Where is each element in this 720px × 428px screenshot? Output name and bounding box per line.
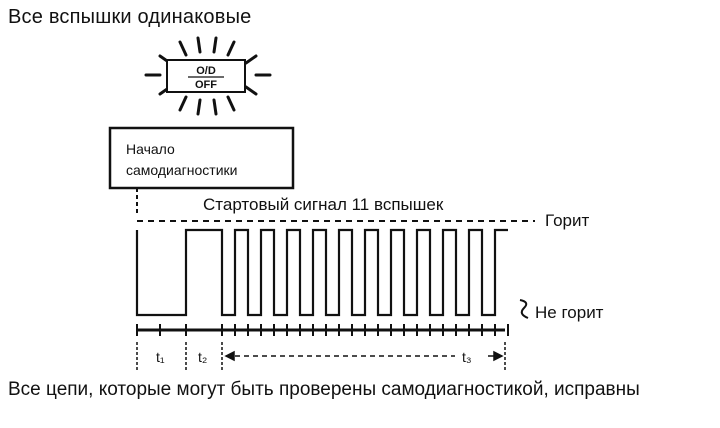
off-level-brace [519,299,529,319]
start-box-line1: Начало [126,141,175,157]
indicator-text-bottom: OFF [195,79,217,91]
interval-t3: t₃ [462,349,472,365]
on-label: Горит [545,211,589,230]
indicator-text-top: O/D [196,65,216,77]
waveform-path [135,228,508,317]
time-intervals [136,342,506,370]
diagram-caption: Все цепи, которые могут быть проверены с… [8,379,640,400]
flash-rays [144,36,272,116]
diagram-title: Все вспышки одинаковые [8,6,252,28]
start-box-line2: самодиагностики [126,162,237,178]
indicator-lamp [166,59,246,93]
interval-t1: t₁ [156,349,165,365]
timing-axis [136,324,509,336]
signal-waveform [135,228,508,317]
od-off-indicator-icon: O/D OFF [144,36,272,116]
start-box: Начало самодиагностики [108,126,295,190]
off-label: Не горит [535,303,604,322]
start-signal-label: Стартовый сигнал 11 вспышек [203,195,444,214]
interval-t2: t₂ [198,349,207,365]
